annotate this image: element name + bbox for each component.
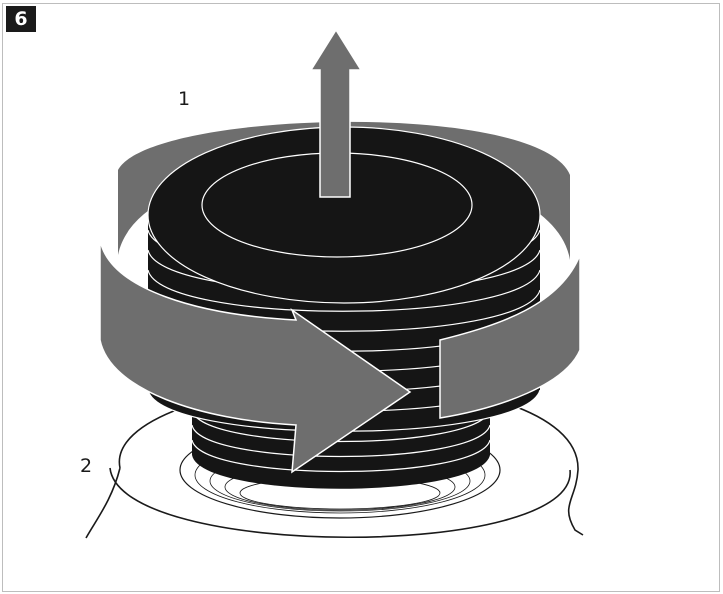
step-number-badge: 6 [6, 6, 36, 32]
figure-frame [2, 3, 720, 592]
rotate-arrow-tail [439, 254, 581, 419]
base-rim [109, 467, 571, 539]
callout-2: 2 [80, 455, 93, 477]
lift-up-arrow-icon [309, 28, 363, 198]
rotate-arrow-front [99, 239, 412, 474]
callout-1: 1 [178, 88, 191, 110]
